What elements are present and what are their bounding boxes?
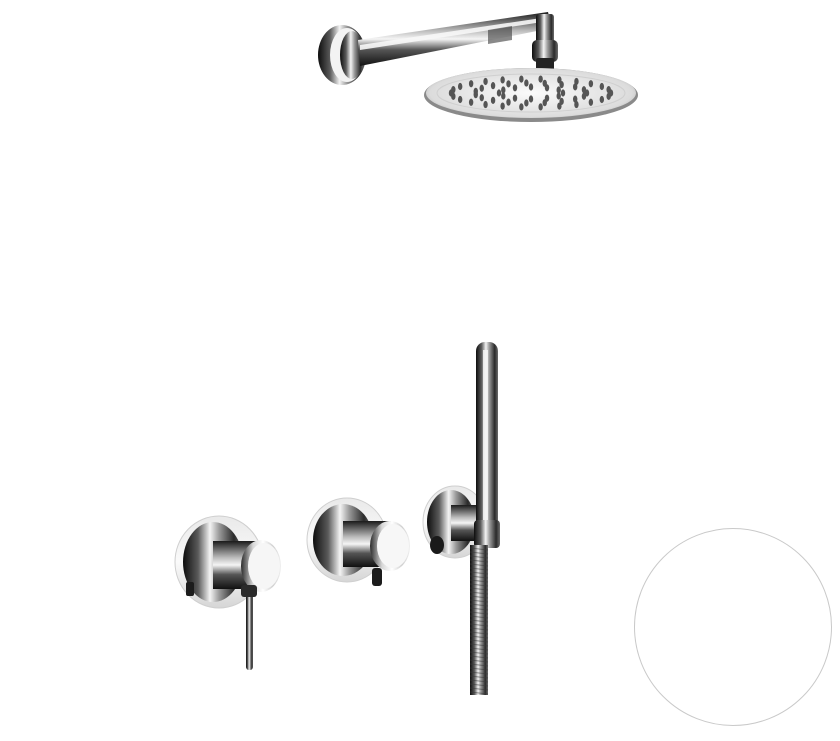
diverter-knob: [306, 497, 410, 586]
shower-nozzle: [544, 94, 550, 102]
finish-swatch-white[interactable]: [634, 528, 832, 726]
shower-nozzle: [490, 96, 496, 104]
shower-nozzle: [538, 75, 543, 83]
hand-shower-wall-outlet: [422, 485, 488, 559]
shower-nozzle: [490, 82, 496, 90]
shower-nozzle: [572, 95, 578, 103]
shower-nozzle: [506, 98, 511, 106]
shower-nozzle: [457, 82, 463, 91]
shower-nozzle: [559, 81, 564, 89]
hand-shower-handle: [474, 342, 500, 548]
shower-nozzle: [519, 75, 524, 83]
shower-nozzle: [556, 92, 561, 100]
shower-nozzle: [524, 99, 529, 107]
shower-nozzle: [544, 84, 550, 92]
shower-nozzle: [451, 86, 456, 94]
shower-nozzle: [588, 80, 594, 88]
shower-nozzle: [524, 79, 529, 87]
shower-nozzle: [559, 97, 564, 105]
shower-nozzle: [496, 89, 502, 97]
shower-nozzle: [606, 86, 611, 94]
shower-nozzle: [556, 86, 561, 94]
shower-nozzle: [528, 95, 534, 103]
single-lever-mixer: [174, 515, 281, 670]
shower-nozzle: [483, 100, 488, 109]
shower-nozzle: [501, 92, 506, 100]
hand-shower-set: [422, 342, 500, 695]
shower-nozzle: [506, 80, 511, 88]
mixer-lever-handle: [241, 585, 257, 670]
shower-nozzle: [581, 86, 587, 94]
hand-shower-hose: [469, 545, 489, 695]
rain-shower-head: [318, 12, 638, 122]
shower-nozzle: [581, 92, 587, 100]
shower-nozzle: [457, 95, 463, 104]
shower-nozzle: [560, 89, 566, 97]
shower-nozzle: [501, 86, 506, 94]
shower-nozzle: [512, 94, 518, 102]
shower-nozzle: [572, 83, 578, 91]
shower-arm: [358, 12, 552, 66]
shower-nozzle: [606, 92, 611, 100]
shower-nozzle: [468, 98, 474, 106]
shower-nozzle: [479, 94, 484, 102]
shower-nozzle: [479, 84, 484, 92]
shower-nozzle: [473, 87, 478, 95]
shower-nozzle: [512, 84, 518, 92]
shower-arm-wall-flange: [318, 25, 366, 85]
shower-nozzle: [468, 80, 474, 88]
shower-nozzle: [500, 76, 505, 84]
shower-nozzle: [538, 103, 543, 111]
shower-nozzle: [528, 83, 534, 91]
shower-nozzle: [588, 98, 594, 106]
shower-nozzle: [519, 103, 524, 111]
shower-nozzle: [483, 77, 488, 86]
shower-head-plate: [424, 68, 638, 122]
shower-nozzle: [500, 102, 505, 110]
shower-nozzle: [599, 82, 605, 91]
shower-nozzle: [599, 95, 605, 104]
